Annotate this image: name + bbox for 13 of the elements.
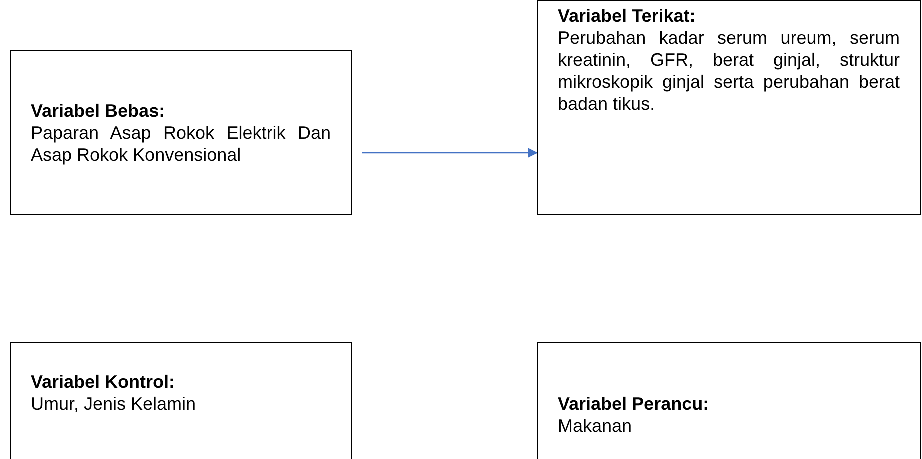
box-text: Perubahan kadar serum ureum, serum kreatinin, GFR, berat ginjal, struktur mikroskopik ginjal serta perubahan berat badan tikus.: [558, 27, 900, 115]
box-text: Makanan: [558, 415, 634, 437]
box-heading: Variabel Kontrol:: [31, 371, 176, 393]
variable-box: [537, 0, 921, 215]
variable-box: [537, 342, 921, 459]
box-text: Umur, Jenis Kelamin: [31, 393, 198, 415]
box-heading: Variabel Bebas:: [31, 100, 166, 122]
box-text: Paparan Asap Rokok Elektrik Dan Asap Rokok Konvensional: [31, 122, 331, 166]
box-heading: Variabel Perancu:: [558, 393, 710, 415]
variable-box: [10, 342, 352, 459]
arrow: [362, 148, 538, 158]
box-heading: Variabel Terikat:: [558, 5, 697, 27]
variable-box: [10, 50, 352, 215]
